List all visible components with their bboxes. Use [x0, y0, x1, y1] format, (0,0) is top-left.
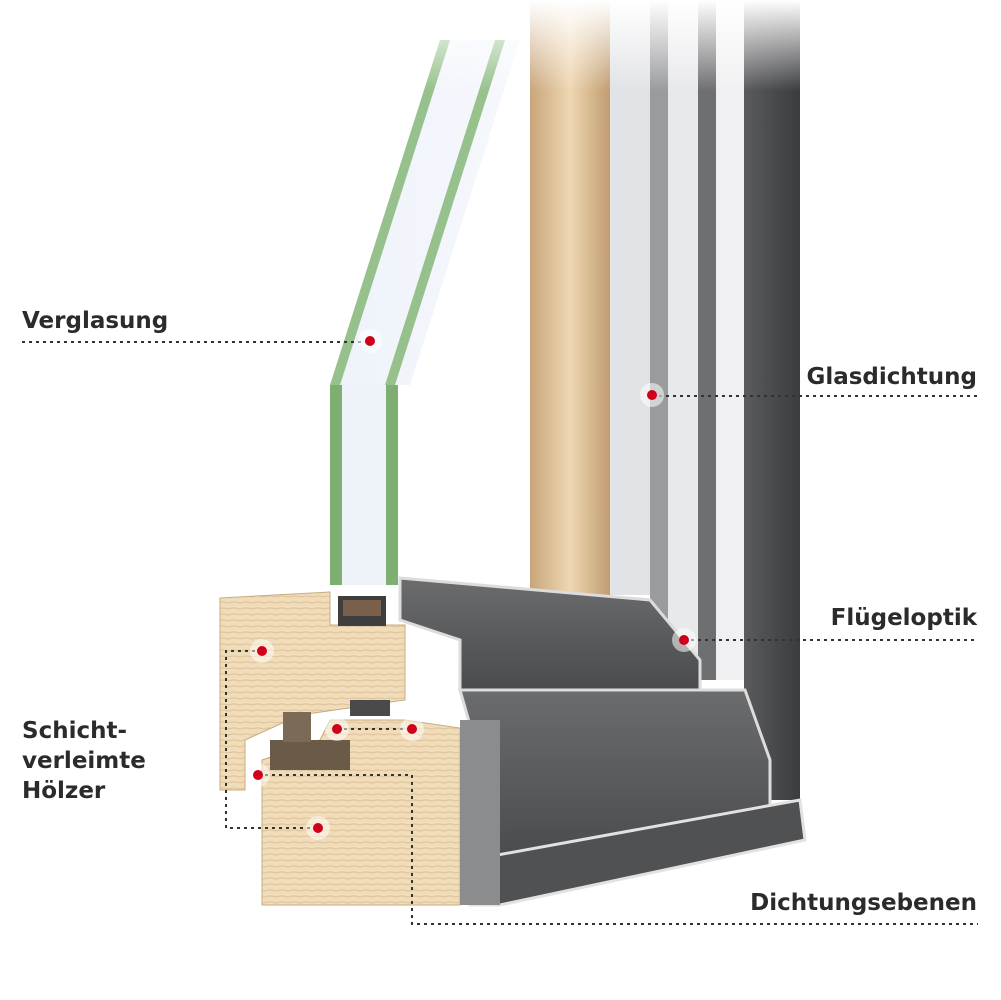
leader-schicht: [225, 650, 318, 829]
label-schichtverleimte-hoelzer: Schicht- verleimte Hölzer: [22, 716, 172, 806]
aluminium-cladding: [398, 576, 807, 907]
label-glasdichtung: Glasdichtung: [806, 364, 977, 390]
top-fade: [300, 0, 820, 260]
marker-verglasung: [358, 329, 382, 353]
leader-dichtung: [258, 774, 978, 925]
wood-cross-section: [219, 591, 461, 906]
marker-schicht-bottom: [306, 816, 330, 840]
marker-glasdichtung: [640, 383, 664, 407]
marker-dichtung-1: [246, 763, 270, 787]
marker-schicht-top: [250, 639, 274, 663]
marker-dichtung-2: [325, 717, 349, 741]
label-schicht-line1: Schicht-: [22, 718, 128, 744]
marker-fluegeloptik: [672, 628, 696, 652]
label-fluegeloptik: Flügeloptik: [830, 605, 977, 631]
label-dichtungsebenen: Dichtungsebenen: [750, 890, 977, 916]
marker-dichtung-3: [400, 717, 424, 741]
label-schicht-line2: verleimte: [22, 748, 146, 774]
label-schicht-line3: Hölzer: [22, 778, 106, 804]
leader-lines: [22, 341, 978, 925]
markers: [246, 329, 696, 840]
label-verglasung: Verglasung: [22, 308, 169, 334]
